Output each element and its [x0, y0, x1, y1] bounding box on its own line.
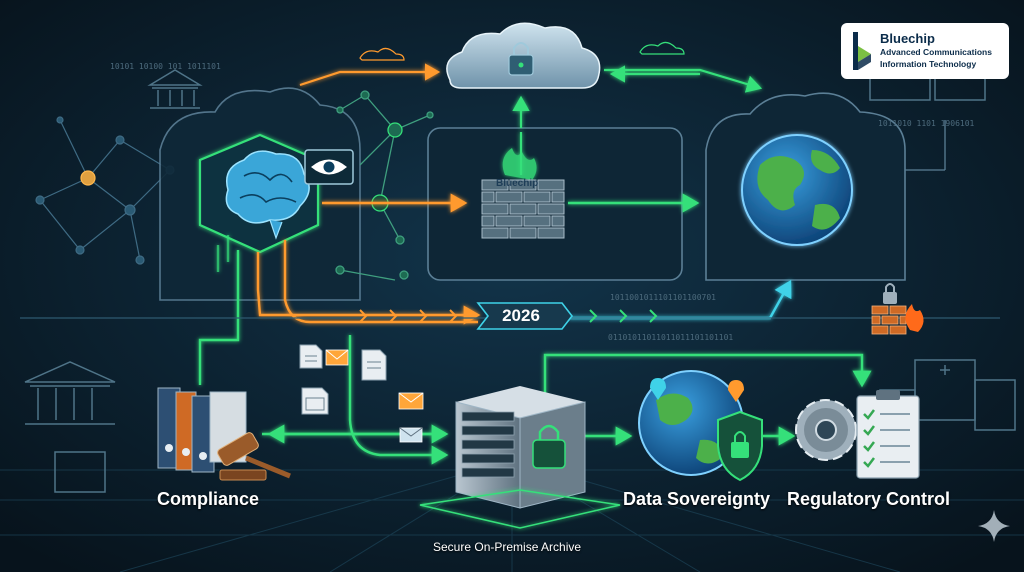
brand-tagline-2: Information Technology [880, 59, 977, 69]
shield-icon [717, 410, 763, 482]
cloud-outline-green [639, 41, 685, 55]
firewall-watermark: Bluechip [496, 178, 539, 189]
document-icon [299, 344, 387, 415]
timeline-bar [20, 302, 1000, 330]
court-building [24, 361, 116, 493]
brand-text: Bluechip Advanced Communications Informa… [880, 31, 992, 70]
binary-stream-b: 01101011011011011101101101 [608, 333, 734, 342]
cloud-lock-icon [446, 22, 601, 89]
bank-icon [147, 69, 203, 109]
eye-icon [304, 149, 354, 185]
sovereignty-label: Data Sovereignty [623, 489, 771, 509]
sovereignty-globe-icon [638, 370, 744, 476]
brand-logo-card: Bluechip Advanced Communications Informa… [841, 23, 1009, 79]
sparkle-icon [978, 510, 1010, 542]
server-icon [419, 386, 621, 529]
bluechip-logo-icon [853, 32, 871, 70]
compliance-label: Compliance [157, 489, 260, 509]
binary-stream-a: 1011001011101101100701 [610, 293, 716, 302]
binary-stream-c: 1011010 1101 1906101 [878, 119, 975, 128]
timeline-year-label: 2026 [502, 306, 540, 325]
network-cluster-left [35, 116, 175, 265]
archive-label: Secure On-Premise Archive [433, 540, 582, 554]
regulatory-label: Regulatory Control [787, 489, 951, 509]
binary-stream-d: 10101 10100 101 1011101 [110, 62, 221, 71]
binders-icon [157, 387, 247, 473]
envelope-icon [325, 349, 424, 443]
firewall-icon [481, 148, 565, 239]
firewall-lock-icon [871, 283, 924, 335]
gavel-icon [217, 432, 291, 481]
cloud-outline-orange [359, 47, 405, 61]
checklist-icon [856, 390, 920, 479]
gear-icon [795, 399, 857, 461]
brand-name: Bluechip [880, 31, 935, 46]
top-connectors [299, 63, 763, 175]
globe-icon [741, 134, 853, 246]
brand-tagline-1: Advanced Communications [880, 47, 992, 57]
